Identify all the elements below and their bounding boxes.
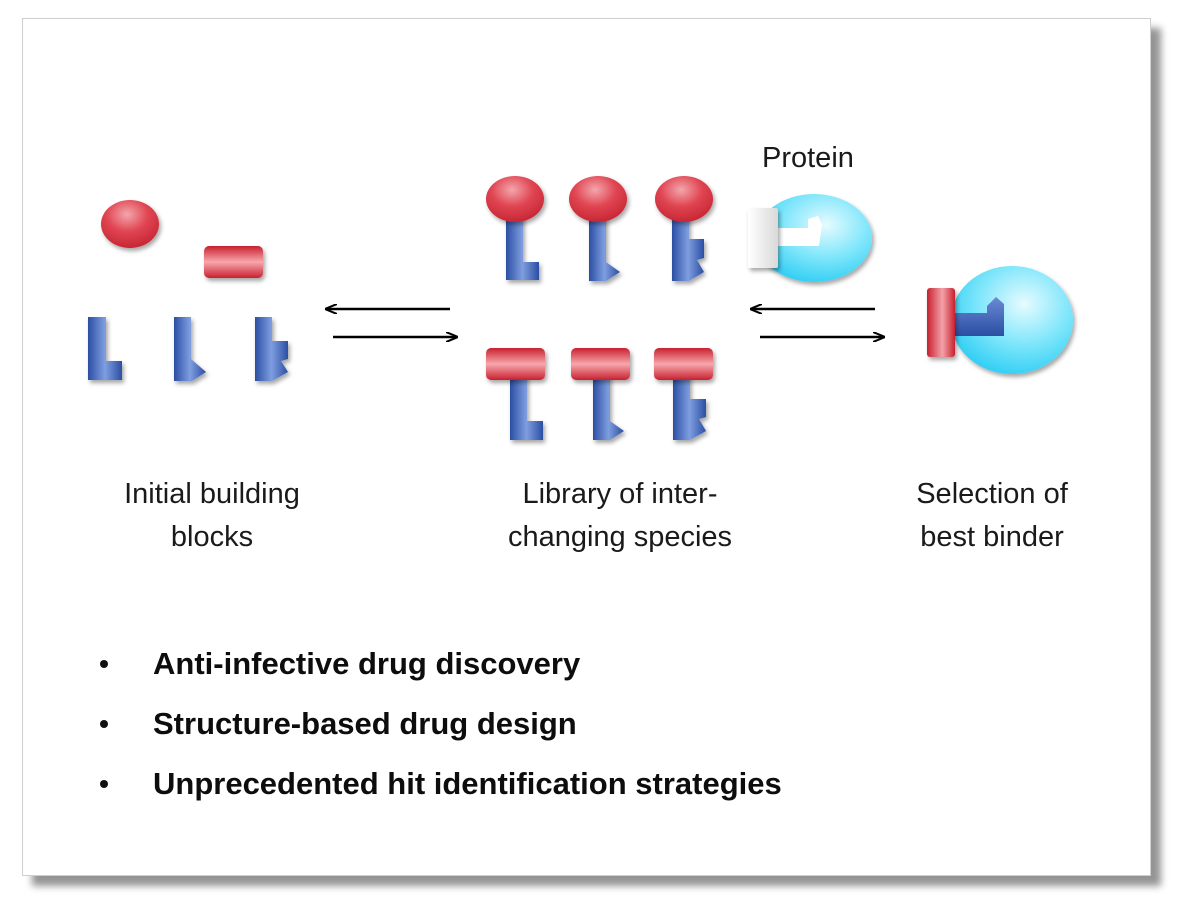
initial-building-blocks-label: Initial building blocks [62, 473, 362, 559]
bullet-item: Anti-infective drug discovery [96, 638, 782, 698]
bullet-item: Structure-based drug design [96, 698, 782, 758]
label-line: Initial building [124, 478, 300, 510]
bullet-dot-icon [100, 720, 108, 728]
protein-binding-pocket [772, 216, 822, 246]
bullet-list: Anti-infective drug discovery Structure-… [96, 638, 782, 818]
blue-l-block [510, 374, 543, 440]
label-line: best binder [920, 521, 1064, 553]
label-line: changing species [507, 521, 733, 553]
bullet-text: Anti-infective drug discovery [153, 646, 581, 681]
blue-angled-block [589, 214, 620, 281]
red-sphere-block [101, 200, 159, 248]
red-rectangle-block [486, 348, 545, 380]
blue-angled-block [174, 317, 206, 381]
protein-shape [951, 266, 1073, 374]
protein-label: Protein [762, 142, 854, 174]
selection-label: Selection of best binder [842, 473, 1142, 559]
blue-angled-block [593, 374, 624, 440]
bullet-dot-icon [100, 780, 108, 788]
label-line: Library of inter- [522, 478, 718, 510]
red-sphere-block [655, 176, 713, 222]
red-sphere-block [569, 176, 627, 222]
blue-notched-block [673, 374, 706, 440]
label-line: Selection of [916, 478, 1068, 510]
bullet-item: Unprecedented hit identification strateg… [96, 758, 782, 818]
red-sphere-block [486, 176, 544, 222]
label-line: blocks [170, 521, 254, 553]
library-label: Library of inter- changing species [470, 473, 770, 559]
blue-l-block [506, 214, 539, 280]
blue-l-block [88, 317, 122, 380]
red-rectangle-block [654, 348, 713, 380]
blue-notched-block [255, 317, 288, 381]
red-rectangle-block [927, 288, 955, 357]
blue-notched-block [672, 214, 704, 281]
red-rectangle-block [204, 246, 263, 278]
bullet-dot-icon [100, 660, 108, 668]
bullet-text: Structure-based drug design [153, 706, 577, 741]
bullet-text: Unprecedented hit identification strateg… [153, 766, 782, 801]
red-rectangle-block [571, 348, 630, 380]
slide-frame [22, 18, 1151, 876]
grey-placeholder-block [748, 208, 778, 268]
bound-ligand-block [950, 297, 1004, 336]
